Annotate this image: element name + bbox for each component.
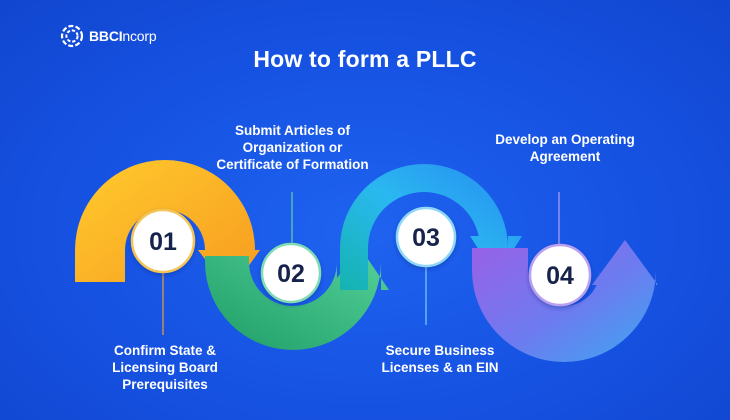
- step-3-badge: 03: [395, 206, 457, 268]
- step-4-label: Develop an Operating Agreement: [495, 132, 635, 164]
- step-4-arrow: [472, 240, 658, 362]
- step-2-badge: 02: [260, 242, 322, 304]
- step-1-label: Confirm State & Licensing Board Prerequi…: [112, 343, 218, 392]
- step-1-number: 01: [149, 228, 177, 256]
- logo-text: BBCIncorp: [89, 28, 157, 44]
- step-3-number: 03: [412, 224, 440, 252]
- step-2-number: 02: [277, 260, 305, 288]
- step-4-number: 04: [546, 262, 574, 290]
- brand-logo: BBCIncorp: [60, 24, 157, 48]
- step-2-label: Submit Articles of Organization or Certi…: [216, 123, 369, 172]
- page-title: How to form a PLLC: [253, 46, 477, 72]
- step-3-label: Secure Business Licenses & an EIN: [381, 343, 499, 375]
- logo-icon: [60, 24, 84, 48]
- step-1-badge: 01: [130, 208, 196, 274]
- step-4-badge: 04: [528, 243, 592, 307]
- step-3-arrow: [340, 164, 522, 290]
